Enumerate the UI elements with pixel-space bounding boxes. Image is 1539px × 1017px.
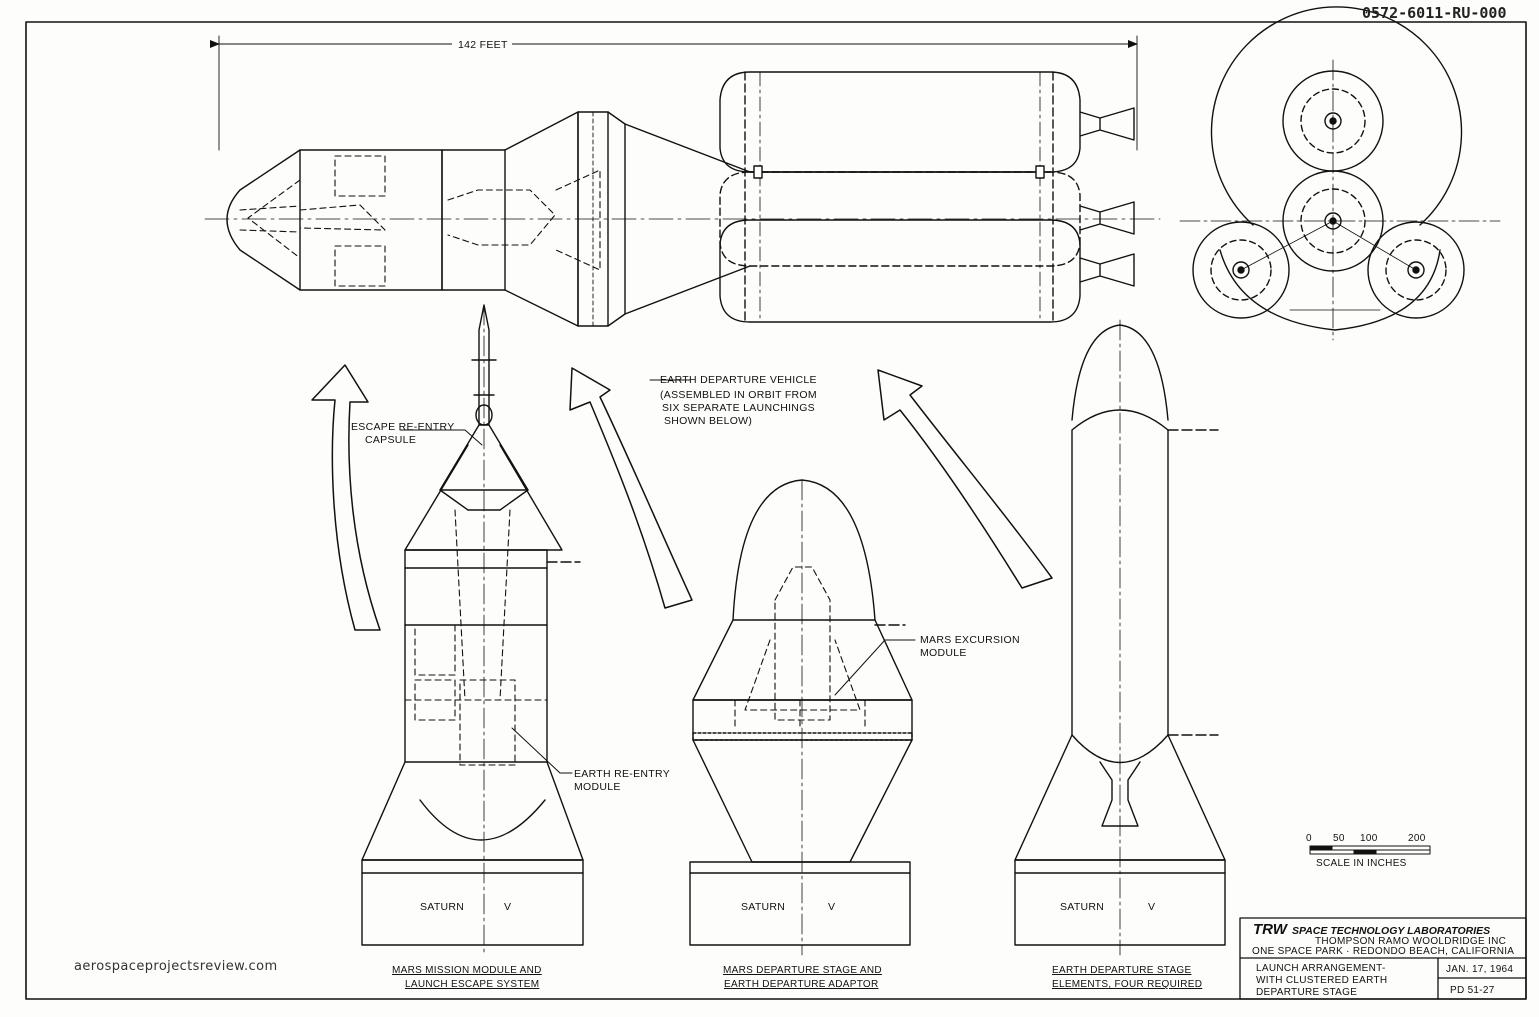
nose-cone [226, 149, 301, 291]
caption-center-1: MARS DEPARTURE STAGE AND [723, 965, 882, 976]
assembly-arrows [311, 364, 1053, 631]
callout-escape-capsule-1: ESCAPE RE-ENTRY [351, 421, 455, 433]
scale-label: SCALE IN INCHES [1316, 858, 1407, 869]
caption-left-2: LAUNCH ESCAPE SYSTEM [405, 979, 539, 990]
watermark: aerospaceprojectsreview.com [74, 959, 278, 974]
scale-tick-0: 0 [1306, 833, 1312, 844]
dimension-label: 142 FEET [458, 39, 508, 51]
arrow-left [311, 364, 381, 631]
company-name: SPACE TECHNOLOGY LABORATORIES [1292, 925, 1490, 937]
sheet-border [25, 21, 1527, 1000]
drawing-title-1: LAUNCH ARRANGEMENT- [1256, 963, 1386, 974]
center-stack [689, 479, 913, 956]
callout-erm-1: EARTH RE-ENTRY [574, 768, 670, 780]
callout-edv-4: SHOWN BELOW) [664, 415, 752, 427]
callout-edv-1: EARTH DEPARTURE VEHICLE [660, 374, 817, 386]
clustered-tanks [719, 71, 1081, 323]
drawing-number: PD 51-27 [1450, 985, 1495, 996]
booster-numeral-left: V [504, 901, 511, 913]
callout-mem-2: MODULE [920, 647, 967, 659]
vehicle-end-view [1179, 6, 1501, 341]
company-address: ONE SPACE PARK · REDONDO BEACH, CALIFORN… [1252, 946, 1514, 957]
drawing-date: JAN. 17, 1964 [1446, 964, 1513, 975]
company-parent: THOMPSON RAMO WOOLDRIDGE INC [1315, 936, 1506, 947]
booster-label-center: SATURN [741, 901, 785, 913]
scale-tick-100: 100 [1360, 833, 1378, 844]
caption-right-2: ELEMENTS, FOUR REQUIRED [1052, 979, 1202, 990]
callout-edv-2: (ASSEMBLED IN ORBIT FROM [660, 389, 817, 401]
scale-tick-50: 50 [1333, 833, 1345, 844]
caption-center-2: EARTH DEPARTURE ADAPTOR [724, 979, 879, 990]
callout-mem-1: MARS EXCURSION [920, 634, 1020, 646]
left-stack [361, 304, 584, 956]
caption-right-1: EARTH DEPARTURE STAGE [1052, 965, 1192, 976]
caption-left-1: MARS MISSION MODULE AND [392, 965, 542, 976]
leader-lines [399, 379, 916, 774]
callout-erm-2: MODULE [574, 781, 621, 793]
callout-edv-3: SIX SEPARATE LAUNCHINGS [662, 402, 815, 414]
booster-numeral-center: V [828, 901, 835, 913]
drawing-title-2: WITH CLUSTERED EARTH [1256, 975, 1387, 986]
booster-label-right: SATURN [1060, 901, 1104, 913]
scale-tick-200: 200 [1408, 833, 1426, 844]
tank-nozzles [1079, 107, 1135, 287]
document-number: 0572-6011-RU-000 [1362, 4, 1507, 22]
company-logo: TRW [1253, 921, 1289, 938]
scale-bar [1309, 845, 1431, 855]
callout-escape-capsule-2: CAPSULE [365, 434, 416, 446]
right-stack [1014, 319, 1226, 956]
booster-label-left: SATURN [420, 901, 464, 913]
drawing-title-3: DEPARTURE STAGE [1256, 987, 1357, 998]
vehicle-side-view [204, 35, 1161, 327]
title-block [1239, 917, 1527, 1000]
booster-numeral-right: V [1148, 901, 1155, 913]
arrow-center [569, 367, 693, 609]
arrow-right [877, 369, 1053, 589]
